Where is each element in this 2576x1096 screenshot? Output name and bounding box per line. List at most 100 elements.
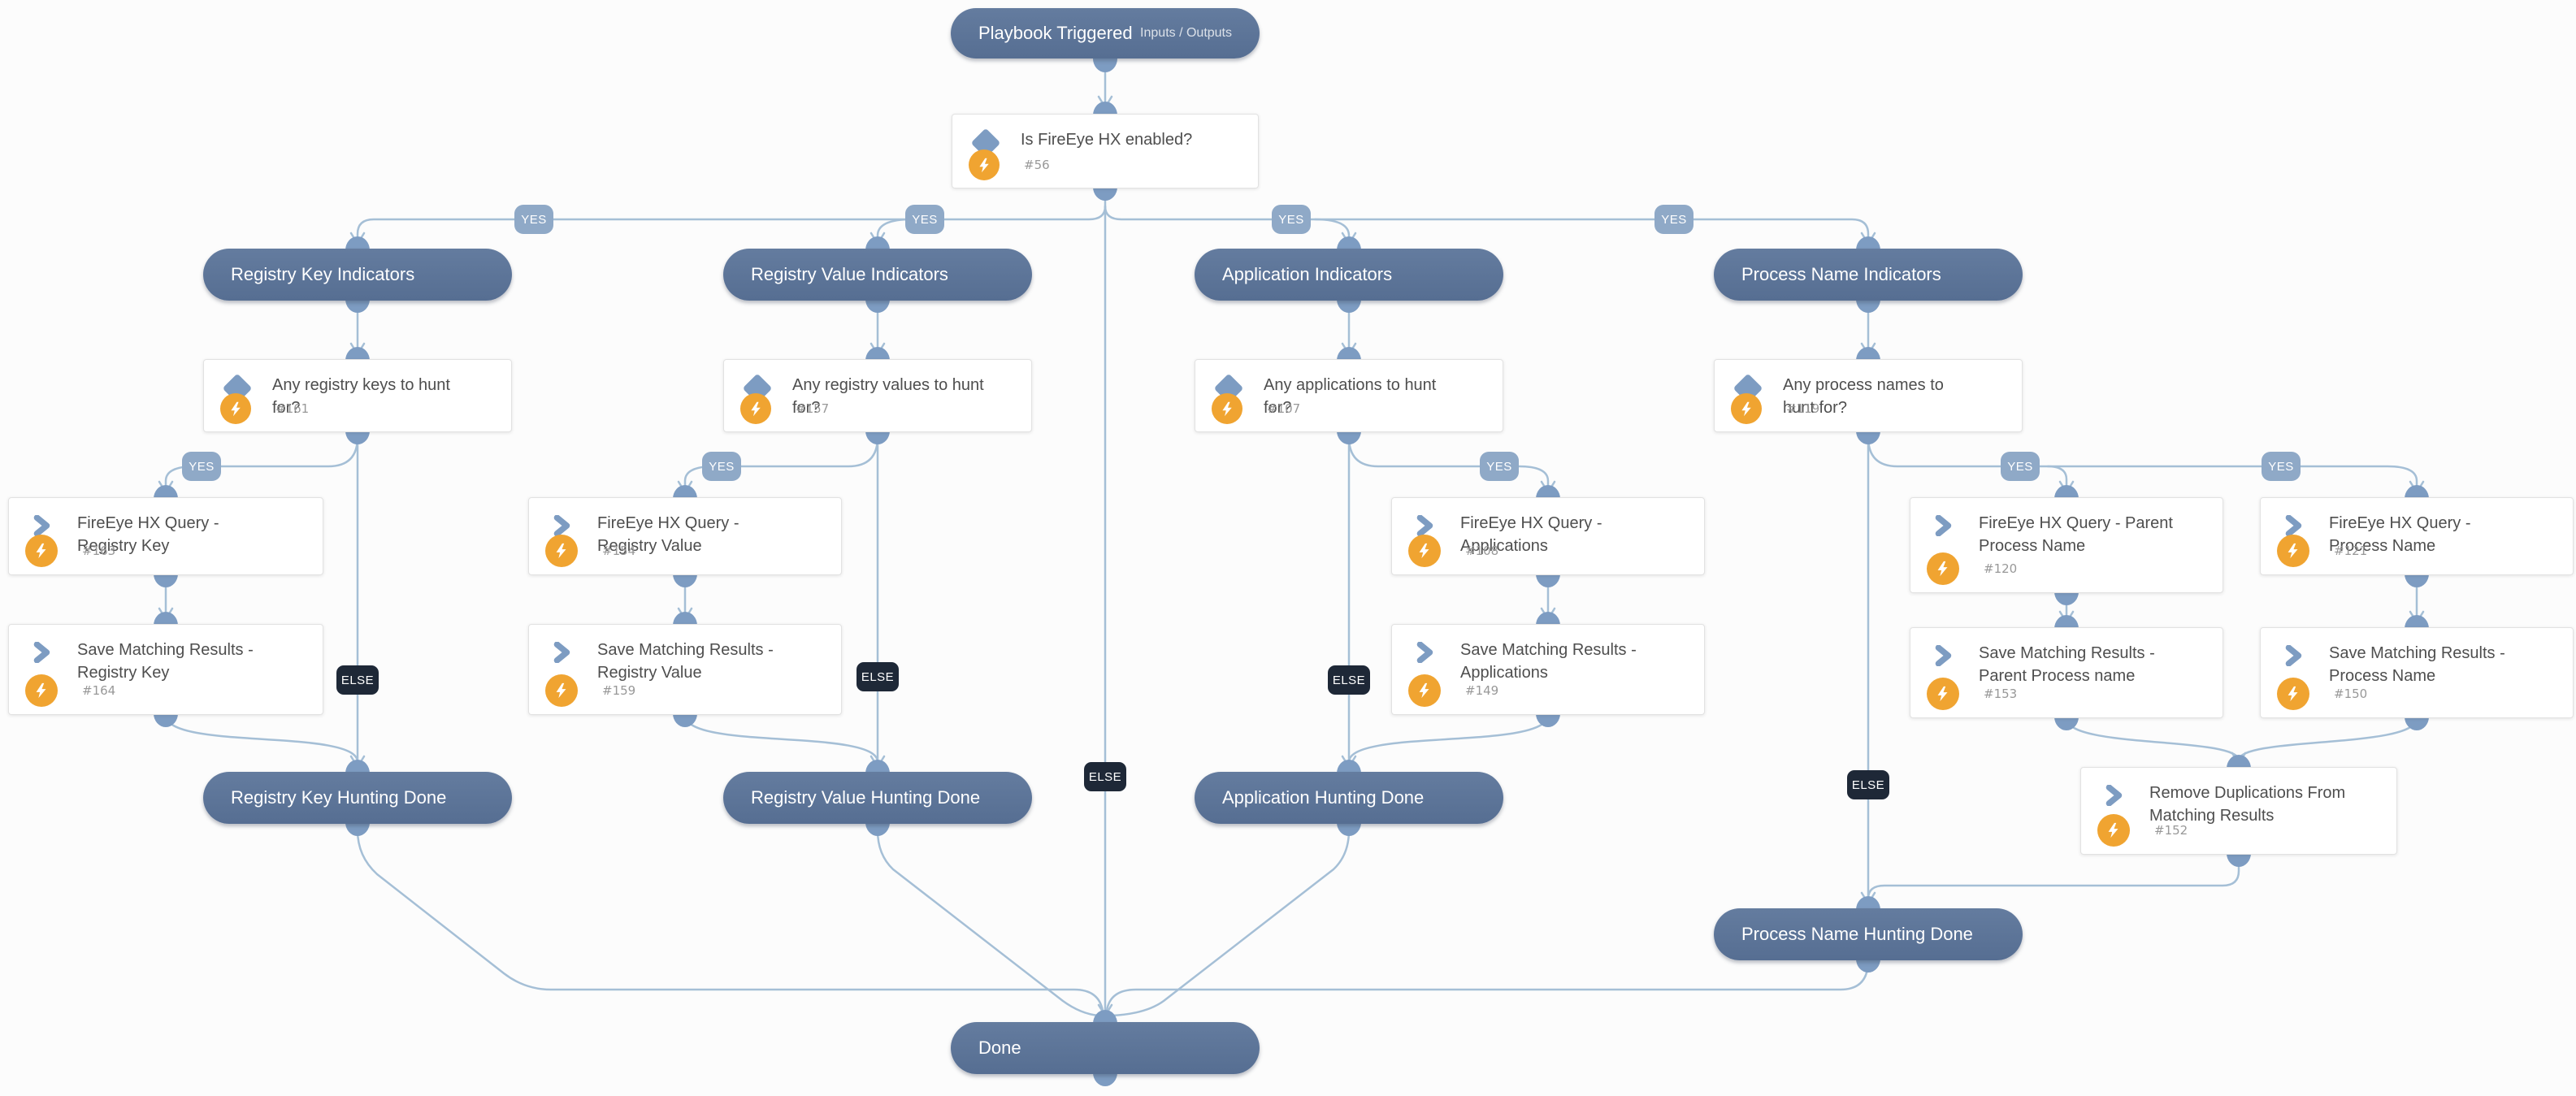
automation-bolt-icon [2277, 678, 2309, 710]
automation-bolt-icon [545, 535, 578, 567]
yes-branch-label: YES [182, 452, 221, 481]
task-node-query-registry-key[interactable]: FireEye HX Query - Registry Key #163 [8, 497, 323, 575]
yes-branch-label: YES [905, 205, 944, 234]
section-header-process-name-done[interactable]: Process Name Hunting Done [1714, 908, 2023, 960]
section-header-label: Registry Value Indicators [751, 264, 948, 284]
done-node[interactable]: Done [951, 1022, 1260, 1074]
section-header-label: Registry Value Hunting Done [751, 787, 981, 808]
task-node-remove-duplications[interactable]: Remove Duplications From Matching Result… [2080, 767, 2397, 855]
edges [164, 63, 2418, 1017]
task-title: Save Matching Results - Applications [1460, 641, 1637, 682]
condition-node-registry-values[interactable]: Any registry values to hunt for? #157 [723, 359, 1032, 432]
yes-branch-label: YES [2262, 452, 2301, 481]
task-id: #154 [602, 544, 636, 558]
task-id: #150 [2334, 687, 2368, 701]
section-header-process-name[interactable]: Process Name Indicators [1714, 249, 2023, 301]
task-title: FireEye HX Query - Applications [1460, 514, 1602, 555]
task-node-save-registry-key[interactable]: Save Matching Results - Registry Key #16… [8, 624, 323, 715]
task-chevron-icon [32, 514, 53, 537]
task-title: FireEye HX Query - Registry Key [77, 514, 219, 555]
task-id: #163 [82, 544, 116, 558]
section-header-registry-value[interactable]: Registry Value Indicators [723, 249, 1032, 301]
condition-title: Any applications to hunt for? [1264, 376, 1437, 417]
else-branch-label: ELSE [1847, 770, 1889, 799]
task-chevron-icon [1415, 641, 1436, 664]
task-node-query-parent-process-name[interactable]: FireEye HX Query - Parent Process Name #… [1910, 497, 2223, 593]
task-id: #164 [82, 683, 116, 698]
task-chevron-icon [552, 641, 573, 664]
task-id: #157 [796, 401, 830, 416]
task-id: #107 [1267, 401, 1301, 416]
section-header-label: Registry Key Indicators [231, 264, 415, 284]
task-id: #119 [1786, 401, 1820, 416]
task-id: #153 [1984, 687, 2018, 701]
task-chevron-icon [2283, 514, 2305, 537]
task-node-query-registry-value[interactable]: FireEye HX Query - Registry Value #154 [528, 497, 842, 575]
automation-bolt-icon [220, 393, 251, 424]
section-header-registry-key-done[interactable]: Registry Key Hunting Done [203, 772, 512, 824]
task-id: #152 [2154, 823, 2188, 838]
condition-node-registry-keys[interactable]: Any registry keys to hunt for? #161 [203, 359, 512, 432]
automation-bolt-icon [545, 674, 578, 707]
condition-node-process-names[interactable]: Any process names to hunt for? #119 [1714, 359, 2023, 432]
automation-bolt-icon [25, 535, 58, 567]
task-chevron-icon [1933, 514, 1954, 537]
task-title: FireEye HX Query - Process Name [2329, 514, 2471, 555]
task-node-save-registry-value[interactable]: Save Matching Results - Registry Value #… [528, 624, 842, 715]
condition-title: Is FireEye HX enabled? [1021, 131, 1193, 149]
task-id: #56 [1024, 158, 1050, 172]
task-title: Save Matching Results - Registry Key [77, 641, 254, 682]
task-node-query-process-name[interactable]: FireEye HX Query - Process Name #121 [2260, 497, 2574, 575]
yes-branch-label: YES [514, 205, 553, 234]
else-branch-label: ELSE [336, 665, 379, 695]
task-id: #121 [2334, 544, 2368, 558]
automation-bolt-icon [1927, 678, 1959, 710]
automation-bolt-icon [1408, 674, 1441, 707]
task-id: #149 [1465, 683, 1499, 698]
task-title: Save Matching Results - Process Name [2329, 644, 2505, 685]
section-header-application-done[interactable]: Application Hunting Done [1195, 772, 1503, 824]
yes-branch-label: YES [1272, 205, 1311, 234]
yes-branch-label: YES [2001, 452, 2040, 481]
section-header-registry-value-done[interactable]: Registry Value Hunting Done [723, 772, 1032, 824]
section-header-registry-key[interactable]: Registry Key Indicators [203, 249, 512, 301]
automation-bolt-icon [1927, 552, 1959, 585]
done-label: Done [978, 1038, 1021, 1058]
condition-node-main[interactable]: Is FireEye HX enabled? #56 [952, 114, 1259, 188]
else-branch-label: ELSE [1084, 762, 1126, 791]
task-chevron-icon [2104, 784, 2125, 807]
yes-branch-label: YES [702, 452, 741, 481]
task-id: #159 [602, 683, 636, 698]
section-header-application[interactable]: Application Indicators [1195, 249, 1503, 301]
task-chevron-icon [552, 514, 573, 537]
automation-bolt-icon [969, 149, 1000, 180]
playbook-triggered-node[interactable]: Playbook Triggered Inputs / Outputs [951, 8, 1260, 58]
automation-bolt-icon [2097, 814, 2130, 847]
section-header-label: Application Indicators [1222, 264, 1393, 284]
automation-bolt-icon [1731, 393, 1762, 424]
task-title: FireEye HX Query - Parent Process Name [1979, 514, 2173, 555]
task-node-save-process-name[interactable]: Save Matching Results - Process Name #15… [2260, 627, 2574, 718]
condition-title: Any process names to hunt for? [1783, 376, 1944, 417]
task-chevron-icon [32, 641, 53, 664]
start-title: Playbook Triggered [978, 23, 1133, 43]
task-node-save-applications[interactable]: Save Matching Results - Applications #14… [1391, 624, 1705, 715]
condition-node-applications[interactable]: Any applications to hunt for? #107 [1195, 359, 1503, 432]
section-header-label: Application Hunting Done [1222, 787, 1425, 808]
else-branch-label: ELSE [1328, 665, 1370, 695]
automation-bolt-icon [740, 393, 771, 424]
condition-title: Any registry keys to hunt for? [272, 376, 450, 417]
task-node-save-parent-process-name[interactable]: Save Matching Results - Parent Process n… [1910, 627, 2223, 718]
yes-branch-label: YES [1654, 205, 1693, 234]
task-chevron-icon [2283, 644, 2305, 667]
automation-bolt-icon [1212, 393, 1242, 424]
inputs-outputs-link[interactable]: Inputs / Outputs [1140, 26, 1232, 40]
automation-bolt-icon [1408, 535, 1441, 567]
section-header-label: Process Name Indicators [1741, 264, 1941, 284]
task-title: FireEye HX Query - Registry Value [597, 514, 739, 555]
task-node-query-applications[interactable]: FireEye HX Query - Applications #108 [1391, 497, 1705, 575]
task-chevron-icon [1415, 514, 1436, 537]
task-chevron-icon [1933, 644, 1954, 667]
task-title: Save Matching Results - Registry Value [597, 641, 774, 682]
